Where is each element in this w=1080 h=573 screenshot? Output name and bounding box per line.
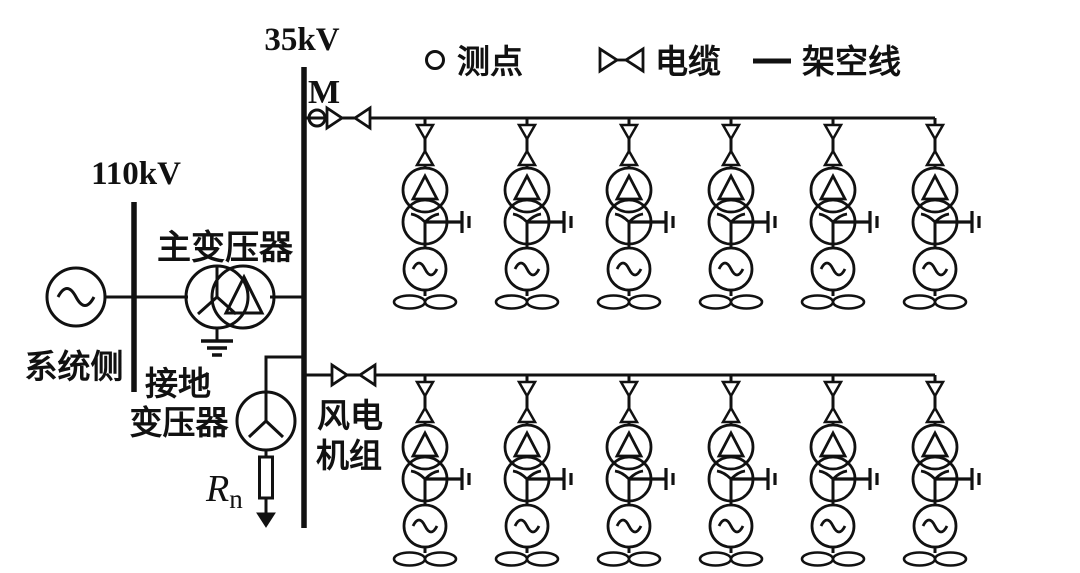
wind-turbine-unit [392, 373, 471, 568]
system-side-label: 系统侧 [25, 348, 124, 386]
legend: 测点 电缆 架空线 [425, 44, 901, 81]
wind-turbine-unit [494, 116, 573, 311]
legend-label-cable: 电缆 [655, 44, 721, 81]
cable-icon [330, 362, 377, 388]
wind-turbine-unit [596, 116, 675, 311]
bus-110kv-label: 110kV [91, 156, 181, 192]
wind-turbine-unit [698, 373, 777, 568]
wind-turbine-unit [800, 373, 879, 568]
wind-turbine-unit [902, 116, 981, 311]
measurement-point-icon [425, 50, 445, 70]
neutral-resistor-label: Rn [205, 468, 243, 514]
wye-winding-symbol [247, 392, 285, 439]
turbine-units [392, 116, 981, 568]
main-transformer-label: 主变压器 [157, 229, 294, 267]
measurement-point-icon [307, 108, 327, 128]
wind-turbine-unit [800, 116, 879, 311]
system-source: 系统侧 [25, 266, 124, 386]
wind-turbine-unit [494, 373, 573, 568]
grounding-transformer-label-line1: 接地 [145, 366, 211, 403]
wind-units-label-line1: 风电 [317, 398, 383, 435]
bus-110kv: 110kV [91, 156, 181, 392]
feeder-1: M [306, 74, 935, 131]
bus-35kv: 35kV [264, 22, 340, 528]
feeder-2: 风电 机组 [306, 362, 935, 475]
wind-turbine-unit [596, 373, 675, 568]
wind-turbine-unit [902, 373, 981, 568]
cable-icon [598, 46, 645, 74]
bus-35kv-label: 35kV [264, 22, 339, 58]
grounding-transformer: 接地 变压器 Rn [130, 355, 304, 528]
wye-winding-symbol [196, 266, 238, 316]
wind-turbine-unit [392, 116, 471, 311]
neutral-resistor [256, 450, 276, 528]
cable-icon [325, 105, 372, 131]
ground-arrow-icon [256, 512, 276, 528]
measurement-point-label: M [308, 74, 340, 111]
ac-sine-icon [56, 287, 96, 307]
main-transformer: 主变压器 [157, 229, 294, 357]
delta-winding-symbol [223, 273, 265, 315]
grounding-transformer-label-line2: 变压器 [130, 404, 230, 442]
ground-symbol [201, 328, 233, 357]
wind-units-label-line2: 机组 [316, 438, 382, 475]
legend-label-measurement-point: 测点 [457, 44, 523, 81]
legend-label-overhead-line: 架空线 [802, 44, 901, 81]
wind-turbine-unit [698, 116, 777, 311]
